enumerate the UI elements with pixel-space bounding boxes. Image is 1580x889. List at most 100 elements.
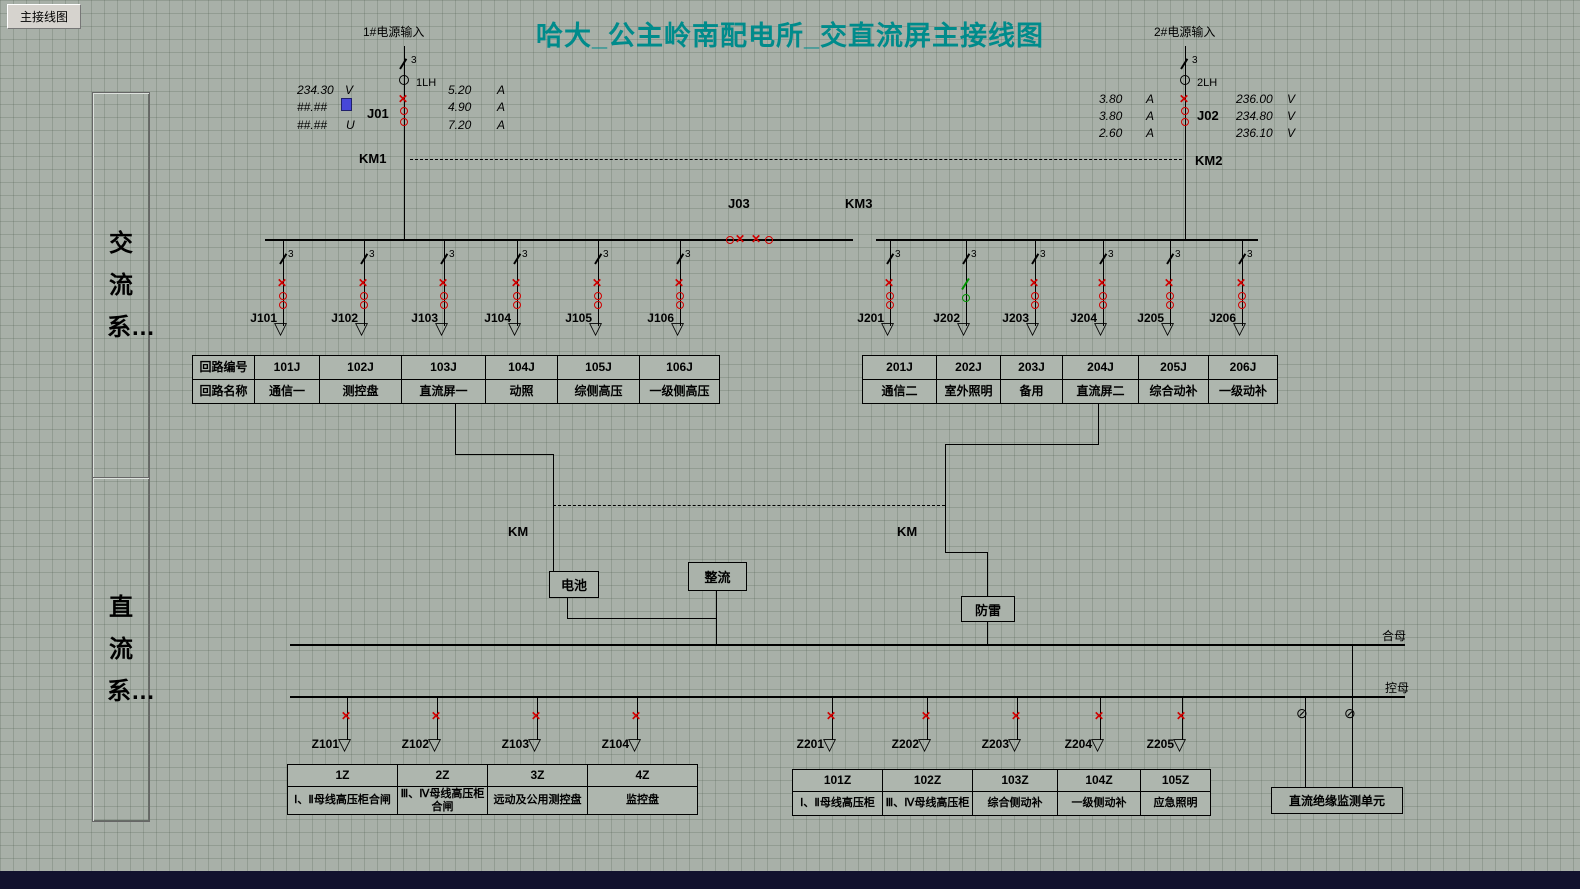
contact-point <box>513 301 521 309</box>
battery-box: 电池 <box>549 571 599 598</box>
current-unit: A <box>1146 109 1155 123</box>
breaker-open-indicator[interactable]: ✕ <box>531 709 542 723</box>
load-arrow-icon: ▽ <box>1173 735 1187 754</box>
phase-label: 3 <box>1175 249 1181 260</box>
circuit-name-cell: 通信一 <box>255 380 320 404</box>
feeder-line <box>890 241 891 326</box>
phase-label: 3 <box>895 249 901 260</box>
circuit-code-cell: 103J <box>402 356 486 380</box>
load-arrow-icon: ▽ <box>1233 319 1247 338</box>
breaker-open-indicator[interactable]: ✕ <box>1236 276 1247 290</box>
breaker-open-indicator[interactable]: ✕ <box>1164 276 1175 290</box>
breaker-open-indicator[interactable]: ✕ <box>511 276 522 290</box>
feeder-tag: Z202 <box>891 737 919 751</box>
circuit-code-cell: 3Z <box>488 765 588 787</box>
feeder-line <box>1242 241 1243 326</box>
breaker-open-indicator[interactable]: ✕ <box>358 276 369 290</box>
dashed-link-line <box>553 505 945 506</box>
circuit-name-cell: 备用 <box>1001 380 1063 404</box>
contact-point <box>1031 292 1039 300</box>
circuit-code-cell: 101Z <box>793 770 883 792</box>
circuit-code-cell: 201J <box>863 356 937 380</box>
section-box-dc: 直流系… <box>92 477 155 822</box>
fuse-icon: ⊘ <box>1296 705 1308 721</box>
contact-point <box>1181 118 1189 126</box>
contact-point <box>360 301 368 309</box>
circuit-name-cell: 测控盘 <box>320 380 402 404</box>
circuit-name-cell: Ⅰ、Ⅱ母线高压柜合闸 <box>288 787 398 815</box>
breaker-open-indicator[interactable]: ✕ <box>398 92 409 106</box>
tab-main-wiring-diagram[interactable]: 主接线图 <box>7 4 81 29</box>
battery-label: 电池 <box>560 578 587 593</box>
ac-right-table: 201J 202J 203J 204J 205J 206J 通信二 室外照明 备… <box>862 355 1278 404</box>
circuit-name-cell: 一级侧动补 <box>1058 792 1141 816</box>
dc-left-table: 1Z 2Z 3Z 4Z Ⅰ、Ⅱ母线高压柜合闸 Ⅲ、Ⅳ母线高压柜合闸 远动及公用测… <box>287 764 698 815</box>
source2-label: 2#电源输入 <box>1154 25 1216 39</box>
phase-label: 3 <box>449 249 455 260</box>
contactor-label-km: KM <box>508 524 529 539</box>
contact-point <box>726 236 734 244</box>
breaker-open-indicator[interactable]: ✕ <box>592 276 603 290</box>
feeder-tag: Z203 <box>981 737 1009 751</box>
feeder-tag: Z204 <box>1064 737 1092 751</box>
tie-switch-label-j03: J03 <box>728 196 750 211</box>
breaker-open-indicator[interactable]: ✕ <box>921 709 932 723</box>
feeder-line <box>927 698 928 740</box>
circuit-code-cell: 202J <box>937 356 1001 380</box>
contact-point <box>594 301 602 309</box>
wire <box>945 505 946 553</box>
load-arrow-icon: ▽ <box>628 735 642 754</box>
current-unit: A <box>497 118 506 132</box>
circuit-code-cell: 2Z <box>398 765 488 787</box>
feeder-line <box>680 241 681 326</box>
breaker-open-indicator[interactable]: ✕ <box>1011 709 1022 723</box>
phase-label: 3 <box>1108 249 1114 260</box>
circuit-code-cell: 203J <box>1001 356 1063 380</box>
feeder-line <box>444 241 445 326</box>
load-arrow-icon: ▽ <box>1094 319 1108 338</box>
feeder-line <box>598 241 599 326</box>
wire <box>567 596 568 619</box>
load-arrow-icon: ▽ <box>671 319 685 338</box>
breaker-open-indicator[interactable]: ✕ <box>431 709 442 723</box>
breaker-open-indicator[interactable]: ✕ <box>1097 276 1108 290</box>
contactor-label-km2: KM2 <box>1195 153 1223 168</box>
phase-label: 3 <box>1247 249 1253 260</box>
breaker-open-indicator[interactable]: ✕ <box>438 276 449 290</box>
tie-open-indicator[interactable]: ✕ <box>751 232 762 246</box>
breaker-open-indicator[interactable]: ✕ <box>1094 709 1105 723</box>
breaker-open-indicator[interactable]: ✕ <box>1179 92 1190 106</box>
breaker-open-indicator[interactable]: ✕ <box>826 709 837 723</box>
breaker-open-indicator[interactable]: ✕ <box>884 276 895 290</box>
current-value: 3.80 <box>1099 92 1123 106</box>
contact-point <box>765 236 773 244</box>
value-quality-icon <box>341 98 352 111</box>
current-unit: A <box>497 83 506 97</box>
tie-contactor-label-km3: KM3 <box>845 196 873 211</box>
phase-label: 3 <box>603 249 609 260</box>
page-title: 哈大_公主岭南配电所_交直流屏主接线图 <box>535 21 1045 51</box>
contact-point <box>440 292 448 300</box>
voltage-unit: U <box>346 118 355 132</box>
breaker-open-indicator[interactable]: ✕ <box>1176 709 1187 723</box>
breaker-open-indicator[interactable]: ✕ <box>277 276 288 290</box>
circuit-code-cell: 106J <box>640 356 720 380</box>
circuit-name-cell: 远动及公用测控盘 <box>488 787 588 815</box>
wire <box>945 552 988 553</box>
load-arrow-icon: ▽ <box>589 319 603 338</box>
feeder-tag: Z101 <box>311 737 339 751</box>
load-arrow-icon: ▽ <box>918 735 932 754</box>
ac-left-table: 回路编号 101J 102J 103J 104J 105J 106J 回路名称 … <box>192 355 720 404</box>
breaker-open-indicator[interactable]: ✕ <box>674 276 685 290</box>
feeder-line <box>283 241 284 326</box>
tie-open-indicator[interactable]: ✕ <box>735 232 746 246</box>
breaker-open-indicator[interactable]: ✕ <box>341 709 352 723</box>
current-value: 7.20 <box>448 118 472 132</box>
breaker-open-indicator[interactable]: ✕ <box>631 709 642 723</box>
circuit-code-cell: 1Z <box>288 765 398 787</box>
voltage-unit: V <box>1287 109 1296 123</box>
phase-label: 3 <box>369 249 375 260</box>
feeder-tag: J205 <box>1137 311 1164 325</box>
breaker-open-indicator[interactable]: ✕ <box>1029 276 1040 290</box>
